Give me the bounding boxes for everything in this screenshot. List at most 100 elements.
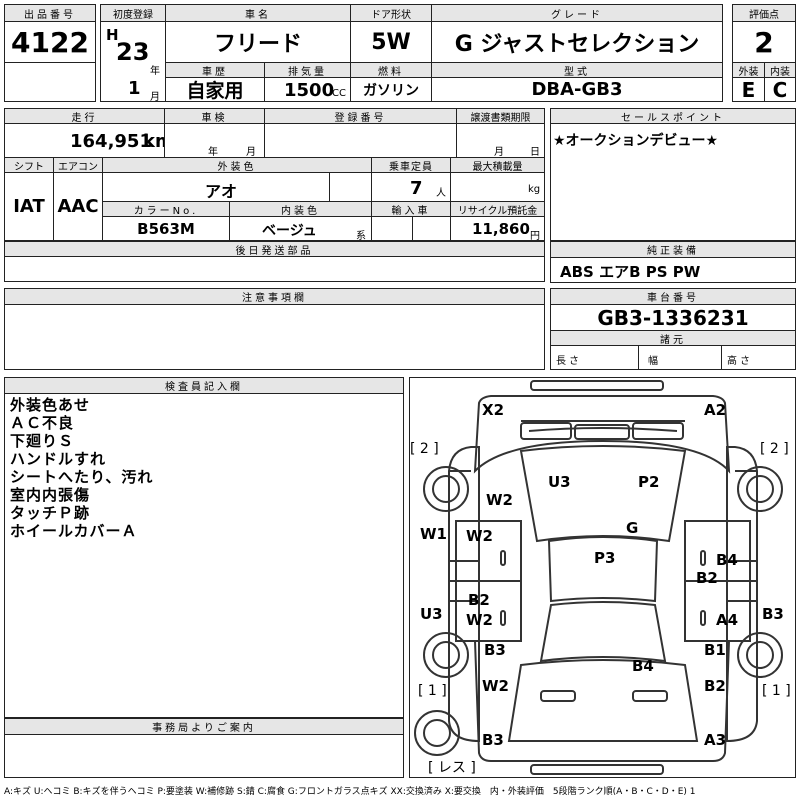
- inspector-note: 外装色あせ: [10, 396, 91, 414]
- door-value: 5W: [371, 29, 411, 55]
- recycle-value: 11,860: [472, 220, 530, 238]
- damage-mark: X2: [482, 401, 505, 419]
- model-value: DBA-GB3: [531, 79, 623, 100]
- color-no-label: カラーNo.: [102, 201, 230, 217]
- int-color-suffix: 系: [356, 231, 366, 242]
- car-name-label: 車名: [165, 4, 351, 22]
- lot-blank: [4, 62, 96, 102]
- inspector-note: 室内内張傷: [10, 486, 91, 504]
- chassis-value: GB3-1336231: [597, 305, 749, 330]
- sales-point-value: ★オークションデビュー★: [553, 133, 719, 149]
- int-color-value: ベージュ: [262, 223, 317, 239]
- int-grade-value: C: [772, 77, 788, 102]
- capacity-label: 乗車定員: [371, 157, 451, 173]
- damage-mark: [ 2 ]: [410, 441, 439, 457]
- damage-mark: B3: [484, 641, 506, 659]
- damage-mark: A2: [704, 401, 727, 419]
- specs-length-label: 長さ: [556, 356, 582, 367]
- first-reg-box: [100, 21, 166, 102]
- ext-color-extra: [329, 172, 372, 202]
- specs-height: [721, 345, 796, 370]
- aircon-value: AAC: [57, 196, 99, 217]
- fuel: ガソリン: [350, 77, 432, 102]
- mileage-value: 164,951: [70, 131, 152, 152]
- reg-number-label: 登録番号: [264, 108, 457, 124]
- chassis-label: 車台番号: [550, 288, 796, 305]
- inspection-label: 車検: [164, 108, 265, 124]
- damage-mark: B3: [762, 605, 784, 623]
- damage-mark: B2: [704, 677, 726, 695]
- first-reg-year-unit: 年: [150, 66, 160, 77]
- damage-mark: B4: [716, 551, 738, 569]
- equipment-label: 純正装備: [550, 241, 796, 258]
- fuel-label: 燃料: [350, 62, 432, 78]
- sales-point-label: セールスポイント: [550, 108, 796, 124]
- inspection-year-unit: 年: [208, 147, 218, 158]
- displacement-unit: CC: [332, 88, 346, 99]
- office: [4, 734, 404, 778]
- damage-mark: B1: [704, 641, 726, 659]
- specs-width-label: 幅: [648, 356, 658, 367]
- damage-mark: A3: [704, 731, 727, 749]
- grade: G ジャストセレクション: [431, 21, 723, 63]
- specs-width: [638, 345, 722, 370]
- displacement: [264, 77, 351, 102]
- notice: [4, 304, 545, 370]
- int-color: [229, 216, 372, 241]
- first-reg-label: 初度登録: [100, 4, 166, 22]
- shift-label: シフト: [4, 157, 54, 173]
- damage-mark: [ レス ]: [428, 760, 476, 776]
- score-label: 評価点: [732, 4, 796, 22]
- recycle-label: リサイクル預託金: [450, 201, 545, 217]
- mileage-label: 走行: [4, 108, 165, 124]
- damage-mark: W2: [466, 527, 493, 545]
- damage-mark: B3: [482, 731, 504, 749]
- lot-number: 4122: [4, 21, 96, 63]
- later-parts-label: 後日発送部品: [4, 241, 545, 257]
- int-grade: C: [764, 77, 796, 102]
- capacity-value: 7: [410, 178, 423, 199]
- capacity-unit: 人: [436, 188, 446, 199]
- color-no: B563M: [102, 216, 230, 241]
- first-reg-year: 23: [116, 38, 150, 66]
- recycle: [450, 216, 545, 241]
- first-reg-era: H: [106, 26, 119, 44]
- damage-mark: [ 2 ]: [760, 441, 789, 457]
- transfer-deadline: [456, 123, 545, 158]
- grade-value: G ジャストセレクション: [454, 32, 700, 57]
- inspector-note: タッチＰ跡: [10, 504, 91, 522]
- damage-mark: A4: [716, 611, 739, 629]
- inspector-note: 下廻りＳ: [10, 432, 75, 450]
- inspector-note: ＡＣ不良: [10, 414, 75, 432]
- legend: A:キズ U:ヘコミ B:キズを伴うヘコミ P:要塗装 W:補修跡 S:錆 C:…: [4, 787, 696, 797]
- inspector-label: 検査員記入欄: [4, 377, 404, 394]
- import-label: 輸入車: [371, 201, 451, 217]
- inspector-note: ホイールカバーＡ: [10, 522, 138, 540]
- lot-number-value: 4122: [11, 25, 89, 59]
- max-load-unit: kg: [528, 184, 541, 195]
- equipment: [550, 257, 796, 283]
- color-no-value: B563M: [137, 219, 195, 238]
- inspector-notes: 外装色あせ ＡＣ不良 下廻りＳ ハンドルすれ シートへたり、汚れ 室内内張傷 タ…: [4, 393, 404, 718]
- damage-mark: [ 1 ]: [418, 683, 447, 699]
- car-name-value: フリード: [213, 32, 302, 57]
- damage-mark: W2: [482, 677, 509, 695]
- later-parts: [4, 256, 545, 282]
- recycle-unit: 円: [530, 231, 540, 242]
- max-load-label: 最大積載量: [450, 157, 545, 173]
- first-reg-month-unit: 月: [150, 92, 160, 103]
- specs-label: 諸元: [550, 330, 796, 346]
- sales-point: [550, 123, 796, 241]
- damage-mark: W2: [466, 611, 493, 629]
- damage-mark: U3: [548, 473, 571, 491]
- notice-label: 注意事項欄: [4, 288, 545, 305]
- fuel-value: ガソリン: [363, 82, 419, 99]
- ext-grade: E: [732, 77, 765, 102]
- office-label: 事務局よりご案内: [4, 718, 404, 735]
- transfer-month-unit: 月: [494, 147, 504, 158]
- ext-grade-value: E: [741, 77, 756, 102]
- grade-label: グレード: [431, 4, 723, 22]
- specs-length: [550, 345, 639, 370]
- ext-color-value: アオ: [205, 182, 238, 201]
